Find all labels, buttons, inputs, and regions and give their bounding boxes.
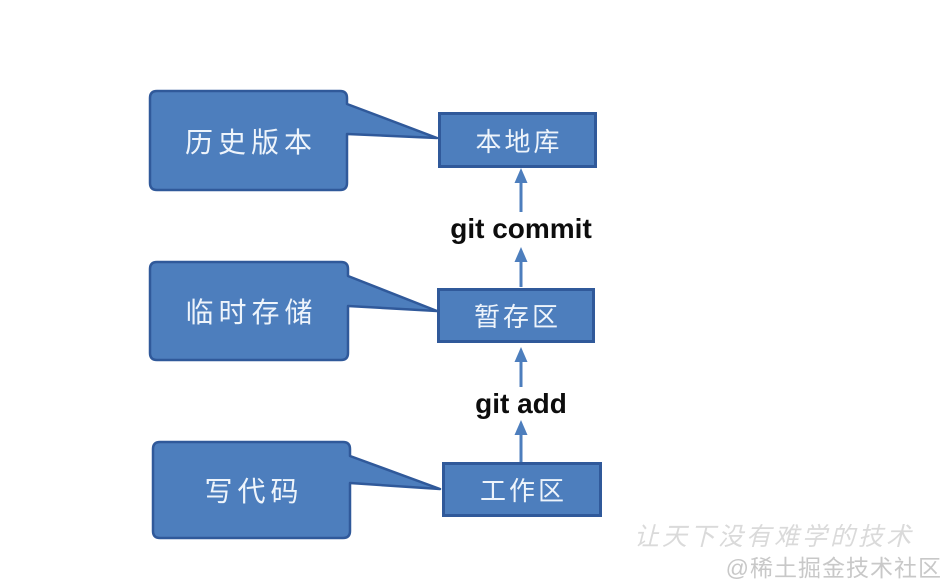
arrow-commit-lower [514, 247, 528, 287]
callout-label-history-versions: 历史版本 [184, 127, 317, 159]
callout-history-versions: 历史版本 [150, 91, 347, 190]
arrow-add-lower [514, 420, 528, 462]
node-local-repo: 本地库 [438, 112, 597, 168]
command-label-git-add: git add [475, 388, 567, 419]
callout-shape-history-versions [148, 89, 439, 192]
command-label-git-commit: git commit [450, 213, 592, 244]
arrow-add-upper [514, 347, 528, 387]
callout-shape-temp-storage [148, 260, 439, 362]
callout-label-temp-storage: 临时存储 [185, 298, 318, 329]
node-staging-area: 暂存区 [437, 288, 595, 343]
arrow-commit-upper [514, 168, 528, 212]
node-working-area: 工作区 [442, 462, 602, 517]
callout-shape-write-code [151, 440, 442, 540]
watermark-slogan: 让天下没有难学的技术 [633, 522, 914, 551]
callout-label-write-code: 写代码 [204, 477, 304, 508]
watermark-community: @稀土掘金技术社区 [725, 555, 942, 580]
callout-temp-storage: 临时存储 [150, 262, 348, 360]
callout-write-code: 写代码 [153, 442, 350, 538]
